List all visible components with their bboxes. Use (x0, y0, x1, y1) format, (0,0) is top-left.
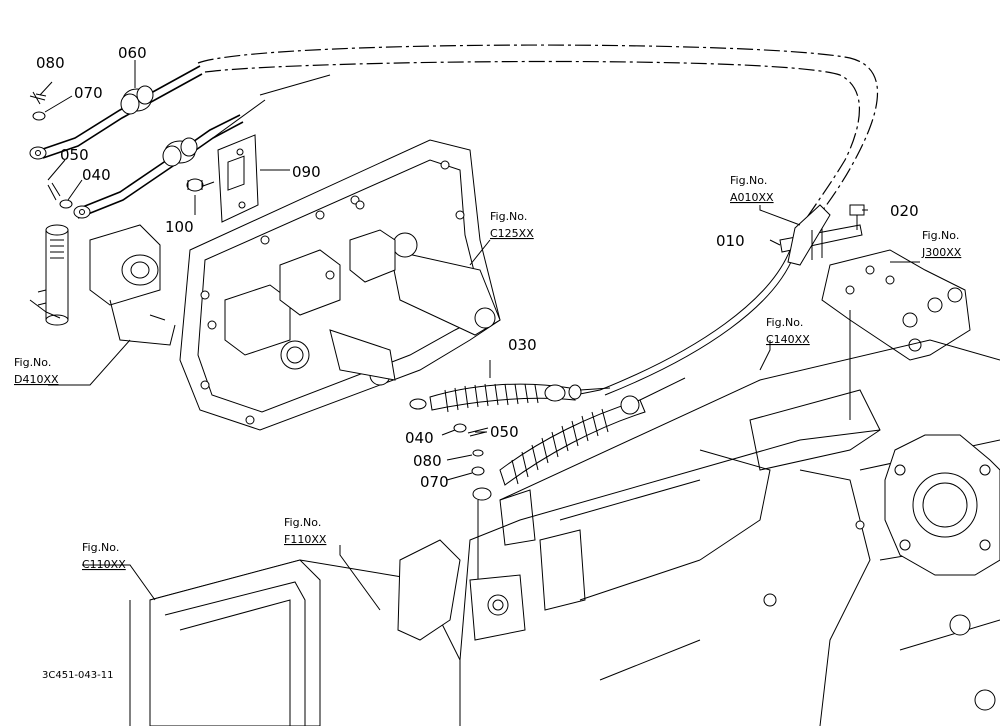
fig-code-a010: A010XX (730, 191, 774, 204)
fig-code-c140: C140XX (766, 333, 810, 346)
cable-030 (409, 377, 686, 580)
fig-label: Fig.No. (14, 356, 51, 369)
fig-label: Fig.No. (284, 516, 321, 529)
cable-upper-left (29, 65, 259, 223)
shaft-d410 (29, 224, 176, 346)
transmission-case (129, 339, 1000, 726)
label-060: 060 (118, 44, 147, 62)
label-030: 030 (508, 336, 537, 354)
fig-label: Fig.No. (766, 316, 803, 329)
label-080-top: 080 (36, 54, 65, 72)
fig-code-f110: F110XX (284, 533, 327, 546)
fig-label: Fig.No. (922, 229, 959, 242)
fig-code-d410: D410XX (14, 373, 59, 386)
fig-ref-j300: Fig.No. J300XX (921, 229, 962, 259)
part-labels: 080 060 070 050 040 090 100 020 010 030 … (36, 44, 919, 491)
label-050-mid: 050 (490, 423, 519, 441)
fig-ref-c110: Fig.No. C110XX (82, 541, 126, 571)
label-090: 090 (292, 163, 321, 181)
fig-label: Fig.No. (82, 541, 119, 554)
label-010: 010 (716, 232, 745, 250)
fig-label: Fig.No. (490, 210, 527, 223)
fig-code-j300: J300XX (921, 246, 962, 259)
housing-c125 (179, 139, 501, 431)
label-040-top: 040 (82, 166, 111, 184)
figure-ref-labels: Fig.No. D410XX Fig.No. C125XX Fig.No. A0… (14, 174, 962, 571)
fig-ref-a010: Fig.No. A010XX (730, 174, 774, 204)
fig-code-c125: C125XX (490, 227, 534, 240)
label-070-top: 070 (74, 84, 103, 102)
bracket-010 (779, 204, 865, 266)
label-050-top: 050 (60, 146, 89, 164)
fig-ref-f110: Fig.No. F110XX (284, 516, 327, 546)
label-070-mid: 070 (420, 473, 449, 491)
label-100: 100 (165, 218, 194, 236)
fig-code-c110: C110XX (82, 558, 126, 571)
label-040-mid: 040 (405, 429, 434, 447)
drawing-code: 3C451-043-11 (42, 670, 113, 681)
label-080-mid: 080 (413, 452, 442, 470)
fig-ref-c125: Fig.No. C125XX (490, 210, 534, 240)
leader-lines (39, 60, 920, 611)
cable-route-phantom (197, 44, 879, 396)
fig-ref-d410: Fig.No. D410XX (14, 356, 59, 386)
fig-ref-c140: Fig.No. C140XX (766, 316, 810, 346)
label-020: 020 (890, 202, 919, 220)
bracket-j300 (821, 249, 971, 420)
fig-label: Fig.No. (730, 174, 767, 187)
